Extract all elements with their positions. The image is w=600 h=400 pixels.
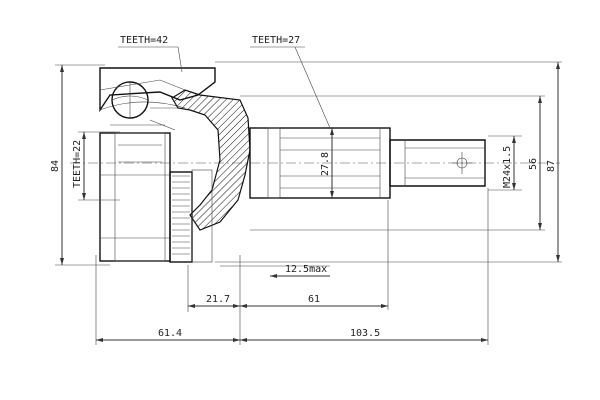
label-dim-27-8: 27.8 [320, 152, 331, 176]
extension-lines [55, 61, 562, 345]
label-dim-61: 61 [308, 294, 320, 305]
label-dim-103-5: 103.5 [350, 328, 380, 339]
label-dim-m24: M24x1.5 [502, 146, 513, 188]
dimension-lines [60, 62, 560, 342]
label-teeth-outer: TEETH=42 [120, 35, 168, 46]
inner-cage [99, 79, 186, 131]
label-teeth-spline: TEETH=27 [252, 35, 300, 46]
leader-lines [118, 46, 331, 129]
label-dim-12-5: 12.5max [285, 264, 327, 275]
label-dim-84: 84 [50, 160, 61, 172]
label-dim-87: 87 [546, 160, 557, 172]
label-teeth-abs: TEETH=22 [72, 140, 83, 188]
threaded-stub [389, 139, 486, 187]
label-dim-61-4: 61.4 [158, 328, 182, 339]
label-dim-21-7: 21.7 [206, 294, 230, 305]
abs-tone-ring [169, 169, 213, 263]
label-dim-56: 56 [528, 158, 539, 170]
housing-neck-section [171, 89, 251, 231]
